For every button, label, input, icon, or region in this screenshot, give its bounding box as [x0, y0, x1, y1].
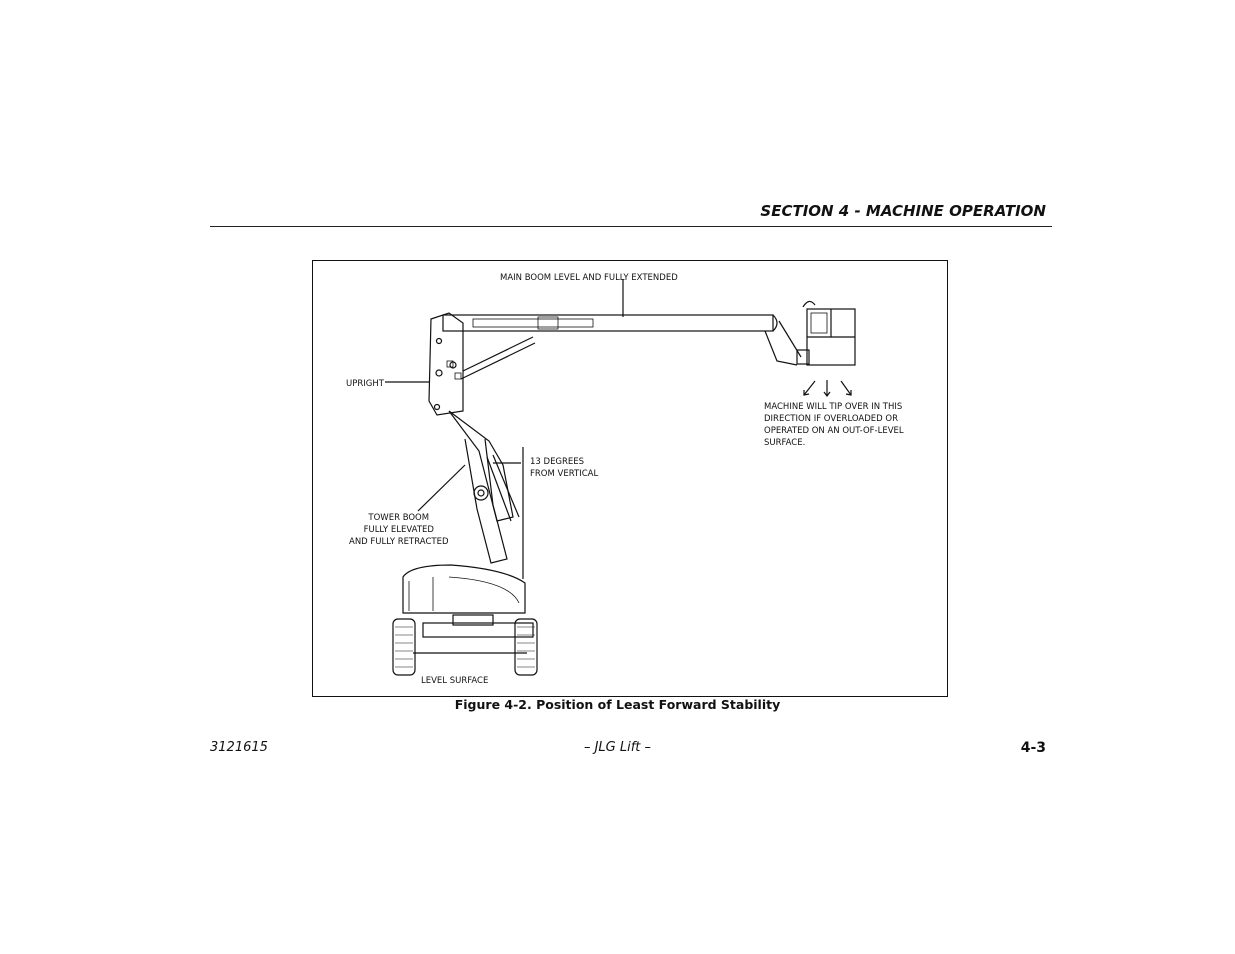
- tip-warning-label: MACHINE WILL TIP OVER IN THIS DIRECTION …: [764, 402, 904, 448]
- page-number: 4-3: [1020, 740, 1046, 756]
- lift-illustration: [385, 279, 856, 676]
- header-divider: [210, 226, 1052, 227]
- footer-brand: – JLG Lift –: [583, 740, 652, 755]
- level-surface-label: LEVEL SURFACE: [421, 676, 489, 686]
- doc-number: 3121615: [210, 740, 268, 755]
- section-title: SECTION 4 - MACHINE OPERATION: [760, 202, 1046, 220]
- tower-boom-label: TOWER BOOM FULLY ELEVATED AND FULLY RETR…: [349, 513, 449, 547]
- main-boom-label: MAIN BOOM LEVEL AND FULLY EXTENDED: [500, 273, 678, 283]
- figure-caption: Figure 4-2. Position of Least Forward St…: [454, 697, 781, 712]
- degrees-label: 13 DEGREES FROM VERTICAL: [530, 457, 599, 479]
- figure-frame: MAIN BOOM LEVEL AND FULLY EXTENDED UPRIG…: [312, 260, 948, 697]
- upright-label: UPRIGHT: [346, 379, 384, 389]
